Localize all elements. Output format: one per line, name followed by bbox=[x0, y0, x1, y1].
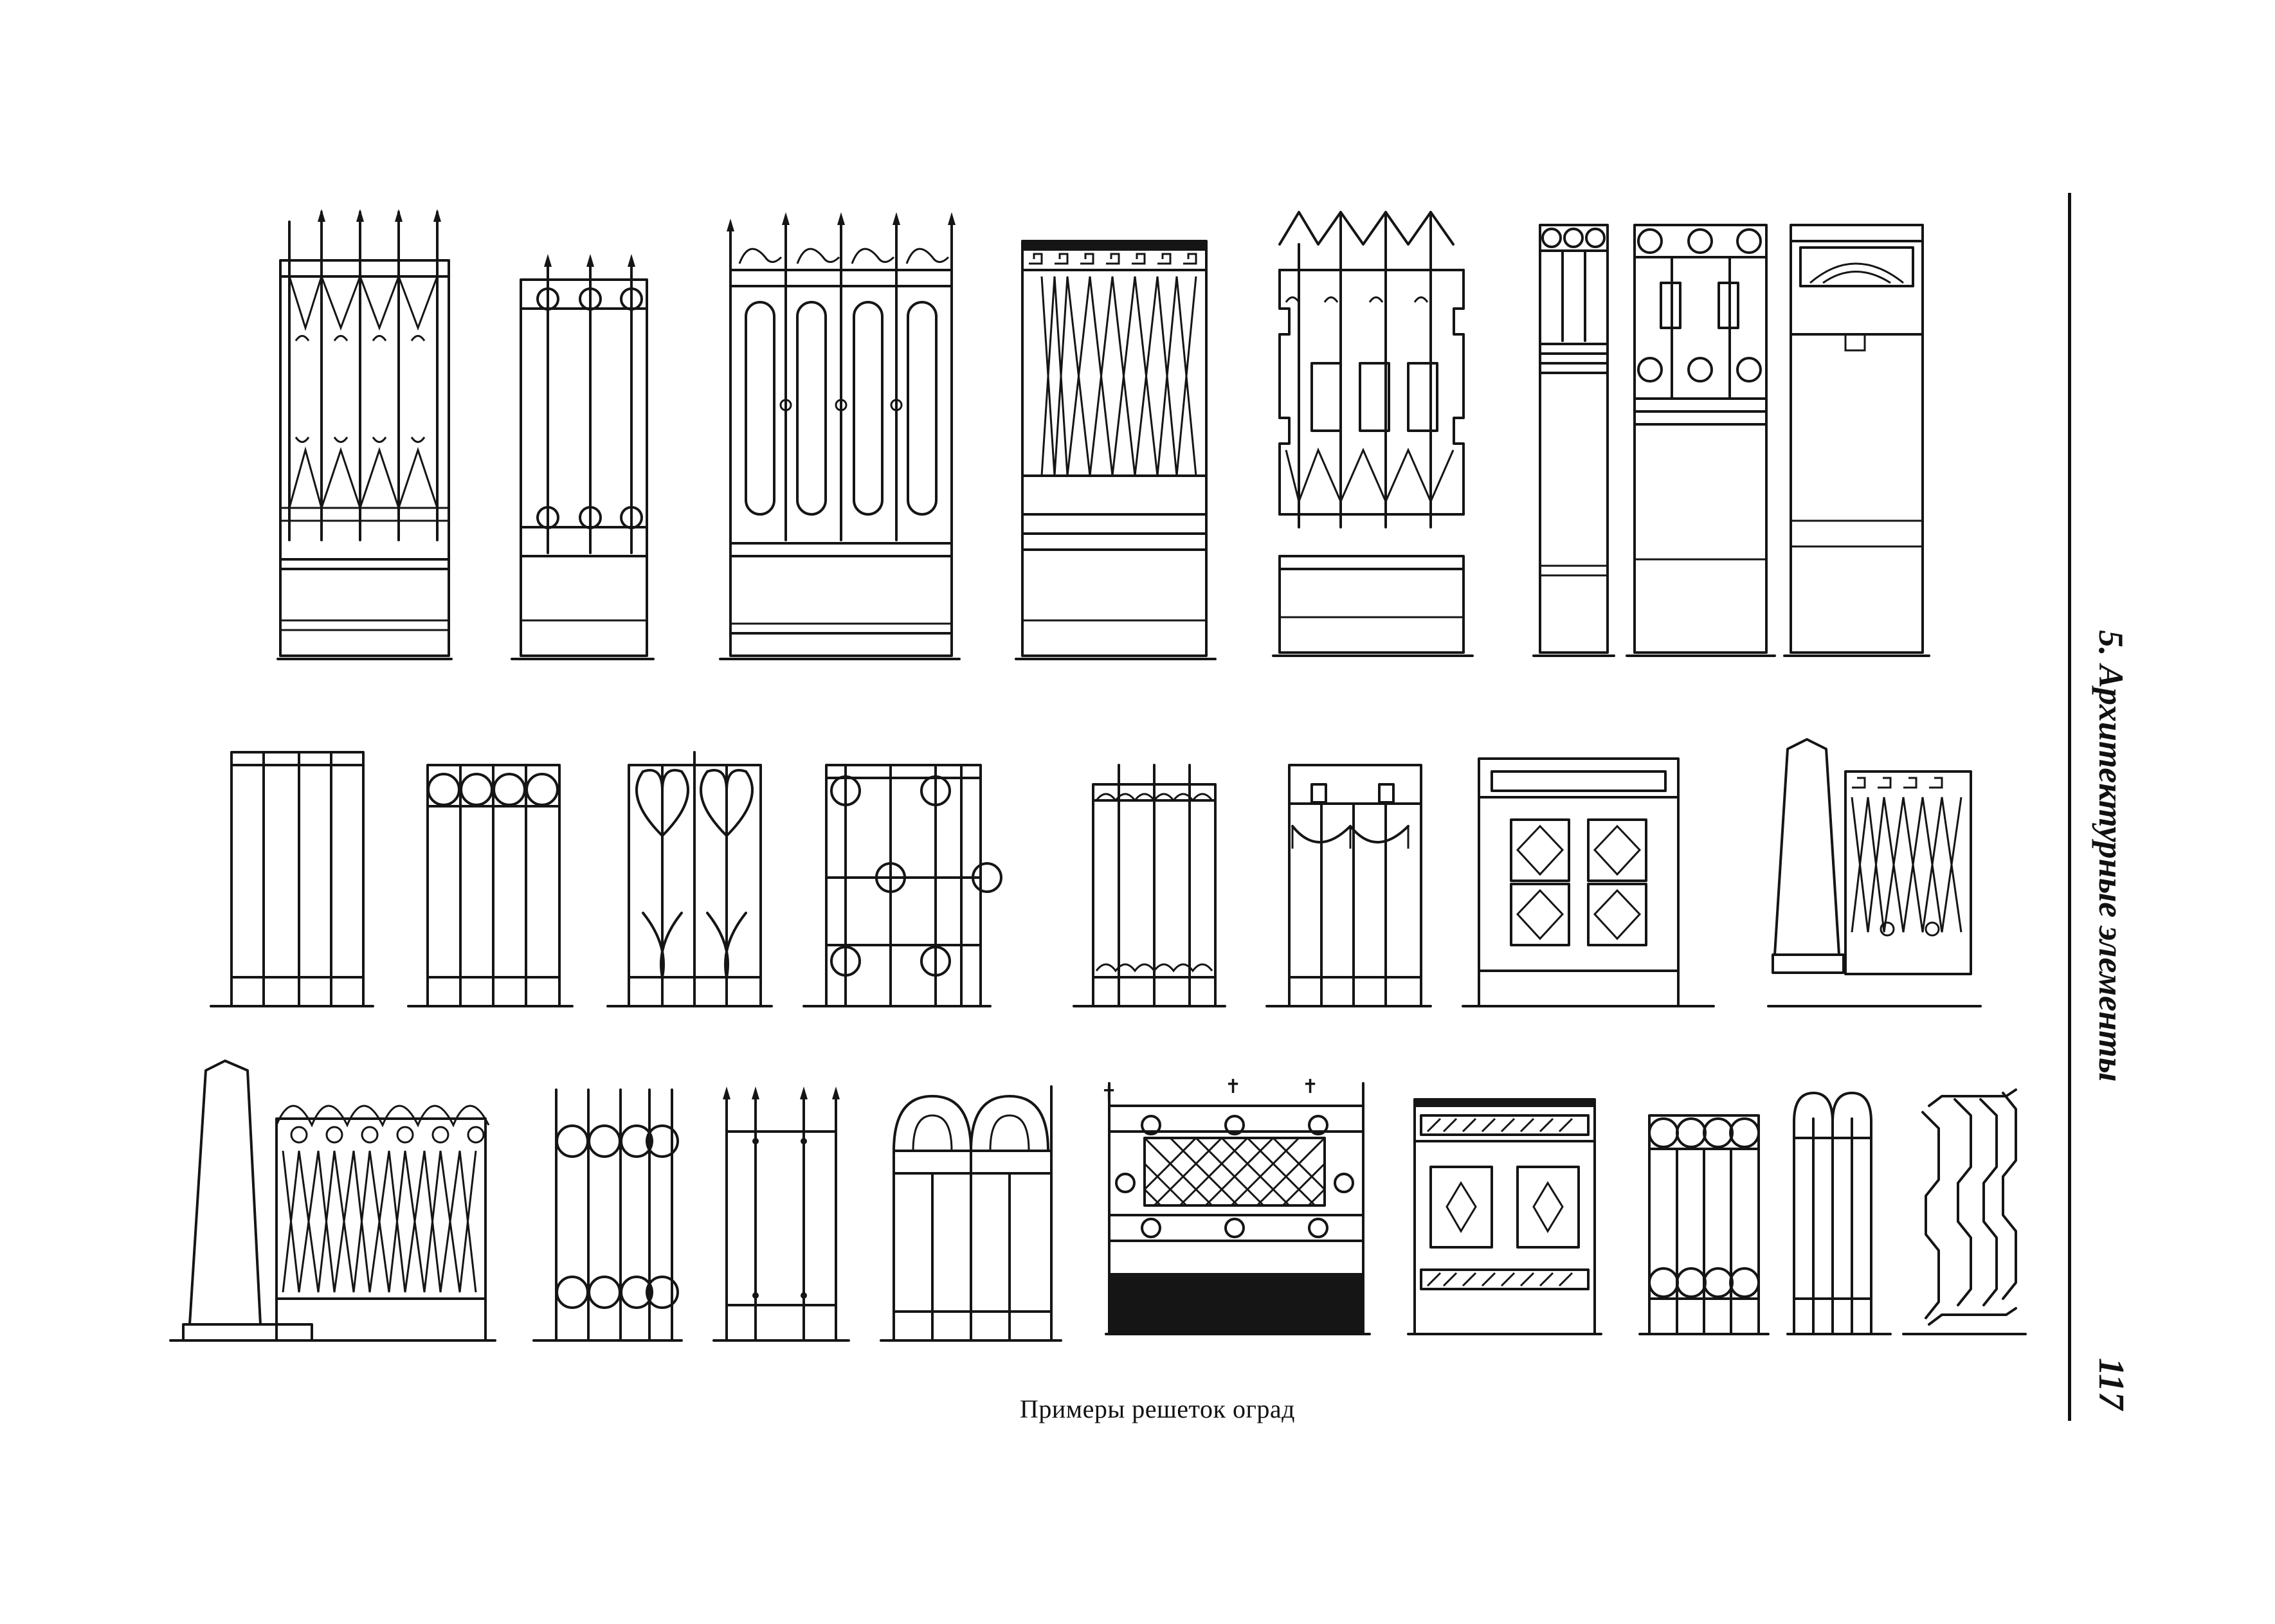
fence-panel-row1-7 bbox=[1626, 224, 1776, 657]
fence-panel-row1-1 bbox=[276, 209, 453, 660]
fence-panel-row3-3 bbox=[712, 1087, 850, 1342]
fence-panel-row3-9 bbox=[1902, 1088, 2027, 1335]
fence-panel-row3-6 bbox=[1407, 1098, 1602, 1335]
fence-panel-row2-1 bbox=[210, 751, 374, 1007]
fence-panel-row1-5 bbox=[1272, 211, 1474, 657]
fence-panel-row1-3 bbox=[719, 212, 961, 660]
fence-panel-row2-8 bbox=[1767, 738, 1982, 1007]
fence-panel-row3-4 bbox=[880, 1085, 1062, 1342]
fence-panel-row1-8 bbox=[1783, 224, 1930, 657]
svg-text:✝: ✝ bbox=[1302, 1076, 1318, 1098]
fence-panel-row2-4 bbox=[802, 764, 1002, 1007]
section-divider-rule bbox=[2068, 193, 2071, 1421]
section-title: 5. Архитектурные элементы bbox=[2092, 630, 2130, 1082]
fence-panel-row2-3 bbox=[606, 751, 773, 1007]
fence-panel-row1-6 bbox=[1532, 224, 1615, 657]
svg-text:✝: ✝ bbox=[1101, 1082, 1117, 1105]
fence-panel-row2-5 bbox=[1073, 764, 1226, 1007]
fence-panel-row1-2 bbox=[511, 254, 655, 660]
fence-panel-row1-4 bbox=[1015, 240, 1217, 660]
svg-text:✝: ✝ bbox=[1225, 1076, 1241, 1098]
fence-panel-row2-2 bbox=[407, 764, 574, 1007]
figure-caption: Примеры решеток оград bbox=[1020, 1394, 1295, 1423]
fence-panel-row3-1 bbox=[169, 1060, 496, 1342]
fence-panel-row3-2 bbox=[532, 1088, 683, 1342]
page-number: 117 bbox=[2091, 1358, 2131, 1410]
fence-panel-row3-8 bbox=[1786, 1092, 1892, 1335]
fence-panel-row3-7 bbox=[1638, 1114, 1770, 1335]
fence-panel-row3-5: ✝ ✝ ✝ bbox=[1101, 1076, 1371, 1335]
fence-panel-row2-6 bbox=[1265, 764, 1432, 1007]
fence-panel-row2-7 bbox=[1462, 757, 1715, 1007]
